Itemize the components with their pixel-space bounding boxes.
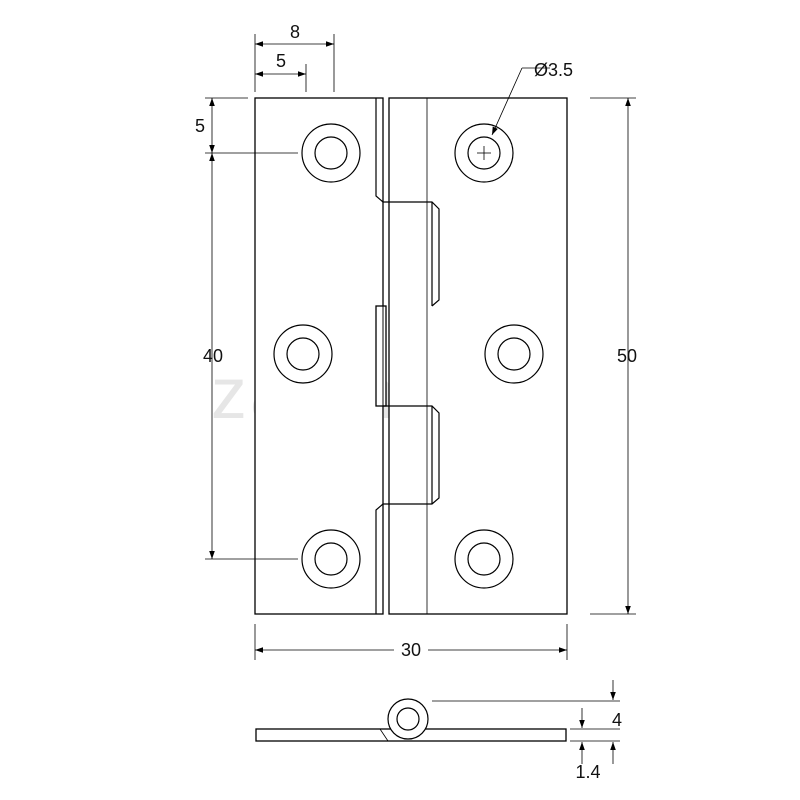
dimension-label-40: 40 — [203, 346, 223, 366]
screw-hole-top-right — [454, 123, 514, 183]
dimension-top-5: 5 — [255, 51, 307, 92]
dimension-label-5-side: 5 — [195, 116, 205, 136]
screw-hole-middle-left — [273, 324, 333, 384]
dimension-label-50: 50 — [617, 346, 637, 366]
side-view — [255, 698, 567, 742]
dimension-left-40: 40 — [203, 153, 298, 560]
dimension-top-8: 8 — [254, 22, 335, 92]
dimension-height-50: 50 — [590, 97, 637, 615]
dimension-label-diameter: Ø3.5 — [534, 60, 573, 80]
dimension-label-30: 30 — [401, 640, 421, 660]
screw-hole-middle-right — [484, 324, 544, 384]
screw-hole-top-left — [301, 123, 361, 183]
dimension-label-5-top: 5 — [276, 51, 286, 71]
dimension-left-5: 5 — [195, 97, 298, 154]
dimension-label-1-4: 1.4 — [575, 762, 600, 782]
dimension-label-4: 4 — [612, 710, 622, 730]
dimension-knuckle-4: 4 — [432, 680, 622, 742]
dimension-hole-diameter: Ø3.5 — [491, 60, 573, 136]
dimension-label-8: 8 — [290, 22, 300, 42]
screw-hole-bottom-right — [454, 529, 514, 589]
dimension-thickness-1-4: 1.4 — [575, 742, 616, 782]
screw-hole-bottom-left — [301, 529, 361, 589]
dimension-width-30: 30 — [254, 624, 568, 660]
